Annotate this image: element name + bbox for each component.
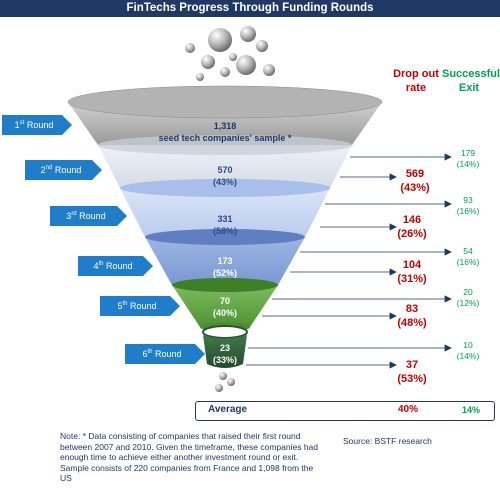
sphere xyxy=(196,73,204,81)
drop-value-3: 146 (26%) xyxy=(392,213,432,241)
stage-5-text: 70 (40%) xyxy=(125,295,325,319)
stage-5-sub: (40%) xyxy=(212,308,237,318)
exit-percent: (14%) xyxy=(456,351,480,361)
stage-3-text: 331 (58%) xyxy=(125,213,325,237)
stage-2-value: 570 xyxy=(217,165,233,175)
sphere xyxy=(215,384,223,392)
exit-value-1: 179(14%) xyxy=(448,148,488,170)
drop-rate-header: Drop out rate xyxy=(393,68,439,94)
drop-percent: (26%) xyxy=(397,228,427,240)
drop-percent: (48%) xyxy=(397,317,427,329)
round-label-5: 5th Round xyxy=(117,301,157,311)
sphere xyxy=(229,53,237,61)
sphere xyxy=(201,55,215,69)
round-label-1: 1st Round xyxy=(14,120,54,130)
drop-value-4: 104 (31%) xyxy=(392,258,432,286)
stage-1-text: 1,318 seed tech companies' sample * xyxy=(125,120,325,144)
sphere xyxy=(185,43,195,53)
bottom-spheres xyxy=(215,372,235,392)
stage-4-value: 173 xyxy=(217,256,233,266)
funnel-stage-6 xyxy=(202,325,248,368)
round-arrow-5 xyxy=(100,296,180,316)
exit-percent: (14%) xyxy=(456,159,480,169)
stage-6-text: 23 (33%) xyxy=(125,342,325,366)
average-exit-rate: 14% xyxy=(462,405,481,415)
footnote: Note: * Data consisting of companies tha… xyxy=(60,431,319,483)
drop-count: 37 xyxy=(405,359,419,371)
sphere xyxy=(240,26,256,42)
stage-2-text: 570 (43%) xyxy=(125,164,325,188)
stage-4-text: 173 (52%) xyxy=(125,255,325,279)
round-label-6: 6th Round xyxy=(142,349,182,359)
round-label-3: 3rd Round xyxy=(66,211,106,221)
exit-count: 20 xyxy=(463,287,473,297)
stage-1-sub: seed tech companies' sample * xyxy=(158,133,292,143)
stage-6-sub: (33%) xyxy=(212,355,237,365)
exit-percent: (16%) xyxy=(456,206,480,216)
exit-count: 93 xyxy=(463,195,473,205)
stage-3-value: 331 xyxy=(217,214,233,224)
sphere xyxy=(208,28,232,52)
stage-5-value: 70 xyxy=(219,296,230,306)
connector-lines xyxy=(246,153,452,369)
stage-3-sub: (58%) xyxy=(212,226,237,236)
sphere xyxy=(256,40,268,52)
stage-6-value: 23 xyxy=(219,343,230,353)
exit-count: 10 xyxy=(463,340,473,350)
sphere xyxy=(219,372,227,380)
round-arrow-6 xyxy=(125,344,205,364)
drop-count: 83 xyxy=(405,303,419,315)
exit-header: Successful Exit xyxy=(442,68,500,94)
stage-4-sub: (52%) xyxy=(212,268,237,278)
drop-percent: (53%) xyxy=(397,373,427,385)
exit-percent: (12%) xyxy=(456,298,480,308)
source-text: Source: BSTF research xyxy=(343,436,432,446)
average-drop-rate: 40% xyxy=(398,404,419,415)
drop-percent: (31%) xyxy=(397,273,427,285)
sphere xyxy=(227,378,235,386)
stage-2-sub: (43%) xyxy=(212,177,237,187)
drop-percent: (43%) xyxy=(400,182,430,194)
round-arrow-4 xyxy=(78,256,153,276)
exit-count: 54 xyxy=(463,246,473,256)
exit-count: 179 xyxy=(460,148,476,158)
drop-count: 104 xyxy=(402,259,422,271)
drop-count: 569 xyxy=(405,168,425,180)
round-arrow-2 xyxy=(25,160,102,180)
exit-percent: (16%) xyxy=(456,257,480,267)
round-arrow-3 xyxy=(50,206,127,226)
exit-value-4: 20(12%) xyxy=(448,287,488,309)
drop-value-6: 37 (53%) xyxy=(392,358,432,386)
sphere xyxy=(236,55,256,75)
exit-value-3: 54(16%) xyxy=(448,246,488,268)
top-spheres xyxy=(185,26,275,81)
average-label: Average xyxy=(208,404,248,415)
stage-1-value: 1,318 xyxy=(213,121,237,131)
round-label-4: 4th Round xyxy=(93,261,133,271)
sphere xyxy=(220,67,230,77)
exit-value-5: 10(14%) xyxy=(448,340,488,362)
round-label-2: 2nd Round xyxy=(40,165,82,175)
average-box xyxy=(195,401,495,421)
drop-value-5: 83 (48%) xyxy=(392,302,432,330)
exit-value-2: 93(16%) xyxy=(448,195,488,217)
round-arrows xyxy=(2,115,205,364)
chart-title: FinTechs Progress Through Funding Rounds xyxy=(0,0,500,17)
drop-value-2: 569 (43%) xyxy=(395,167,435,195)
round-arrow-1 xyxy=(2,115,72,135)
sphere xyxy=(263,64,275,76)
drop-count: 146 xyxy=(402,214,422,226)
